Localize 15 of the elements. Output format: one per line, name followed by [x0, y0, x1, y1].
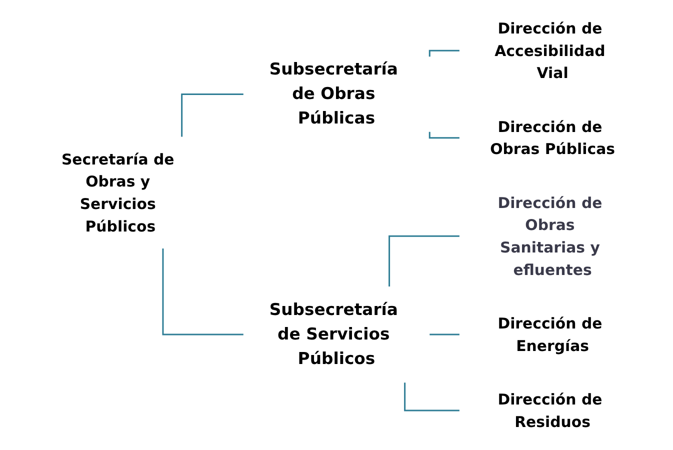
node-text: Dirección de Obras Sanitarias y efluentes [498, 194, 602, 279]
node-text: Subsecretaría de Obras Públicas [269, 60, 398, 128]
connector [428, 50, 460, 57]
node-text: Dirección de Obras Públicas [490, 118, 616, 158]
node-text: Secretaría de Obras y Servicios Públicos [61, 150, 174, 236]
node-text: Dirección de Energías [498, 314, 602, 355]
node-text: Dirección de Residuos [498, 390, 602, 431]
connector [388, 235, 460, 286]
connector [181, 94, 244, 137]
connector [162, 248, 244, 336]
node-text: Dirección de Accesibilidad Vial [494, 19, 606, 82]
node-text: Subsecretaría de Servicios Públicos [269, 300, 398, 368]
connector [404, 382, 460, 412]
connector [428, 334, 460, 336]
connector [428, 132, 460, 139]
